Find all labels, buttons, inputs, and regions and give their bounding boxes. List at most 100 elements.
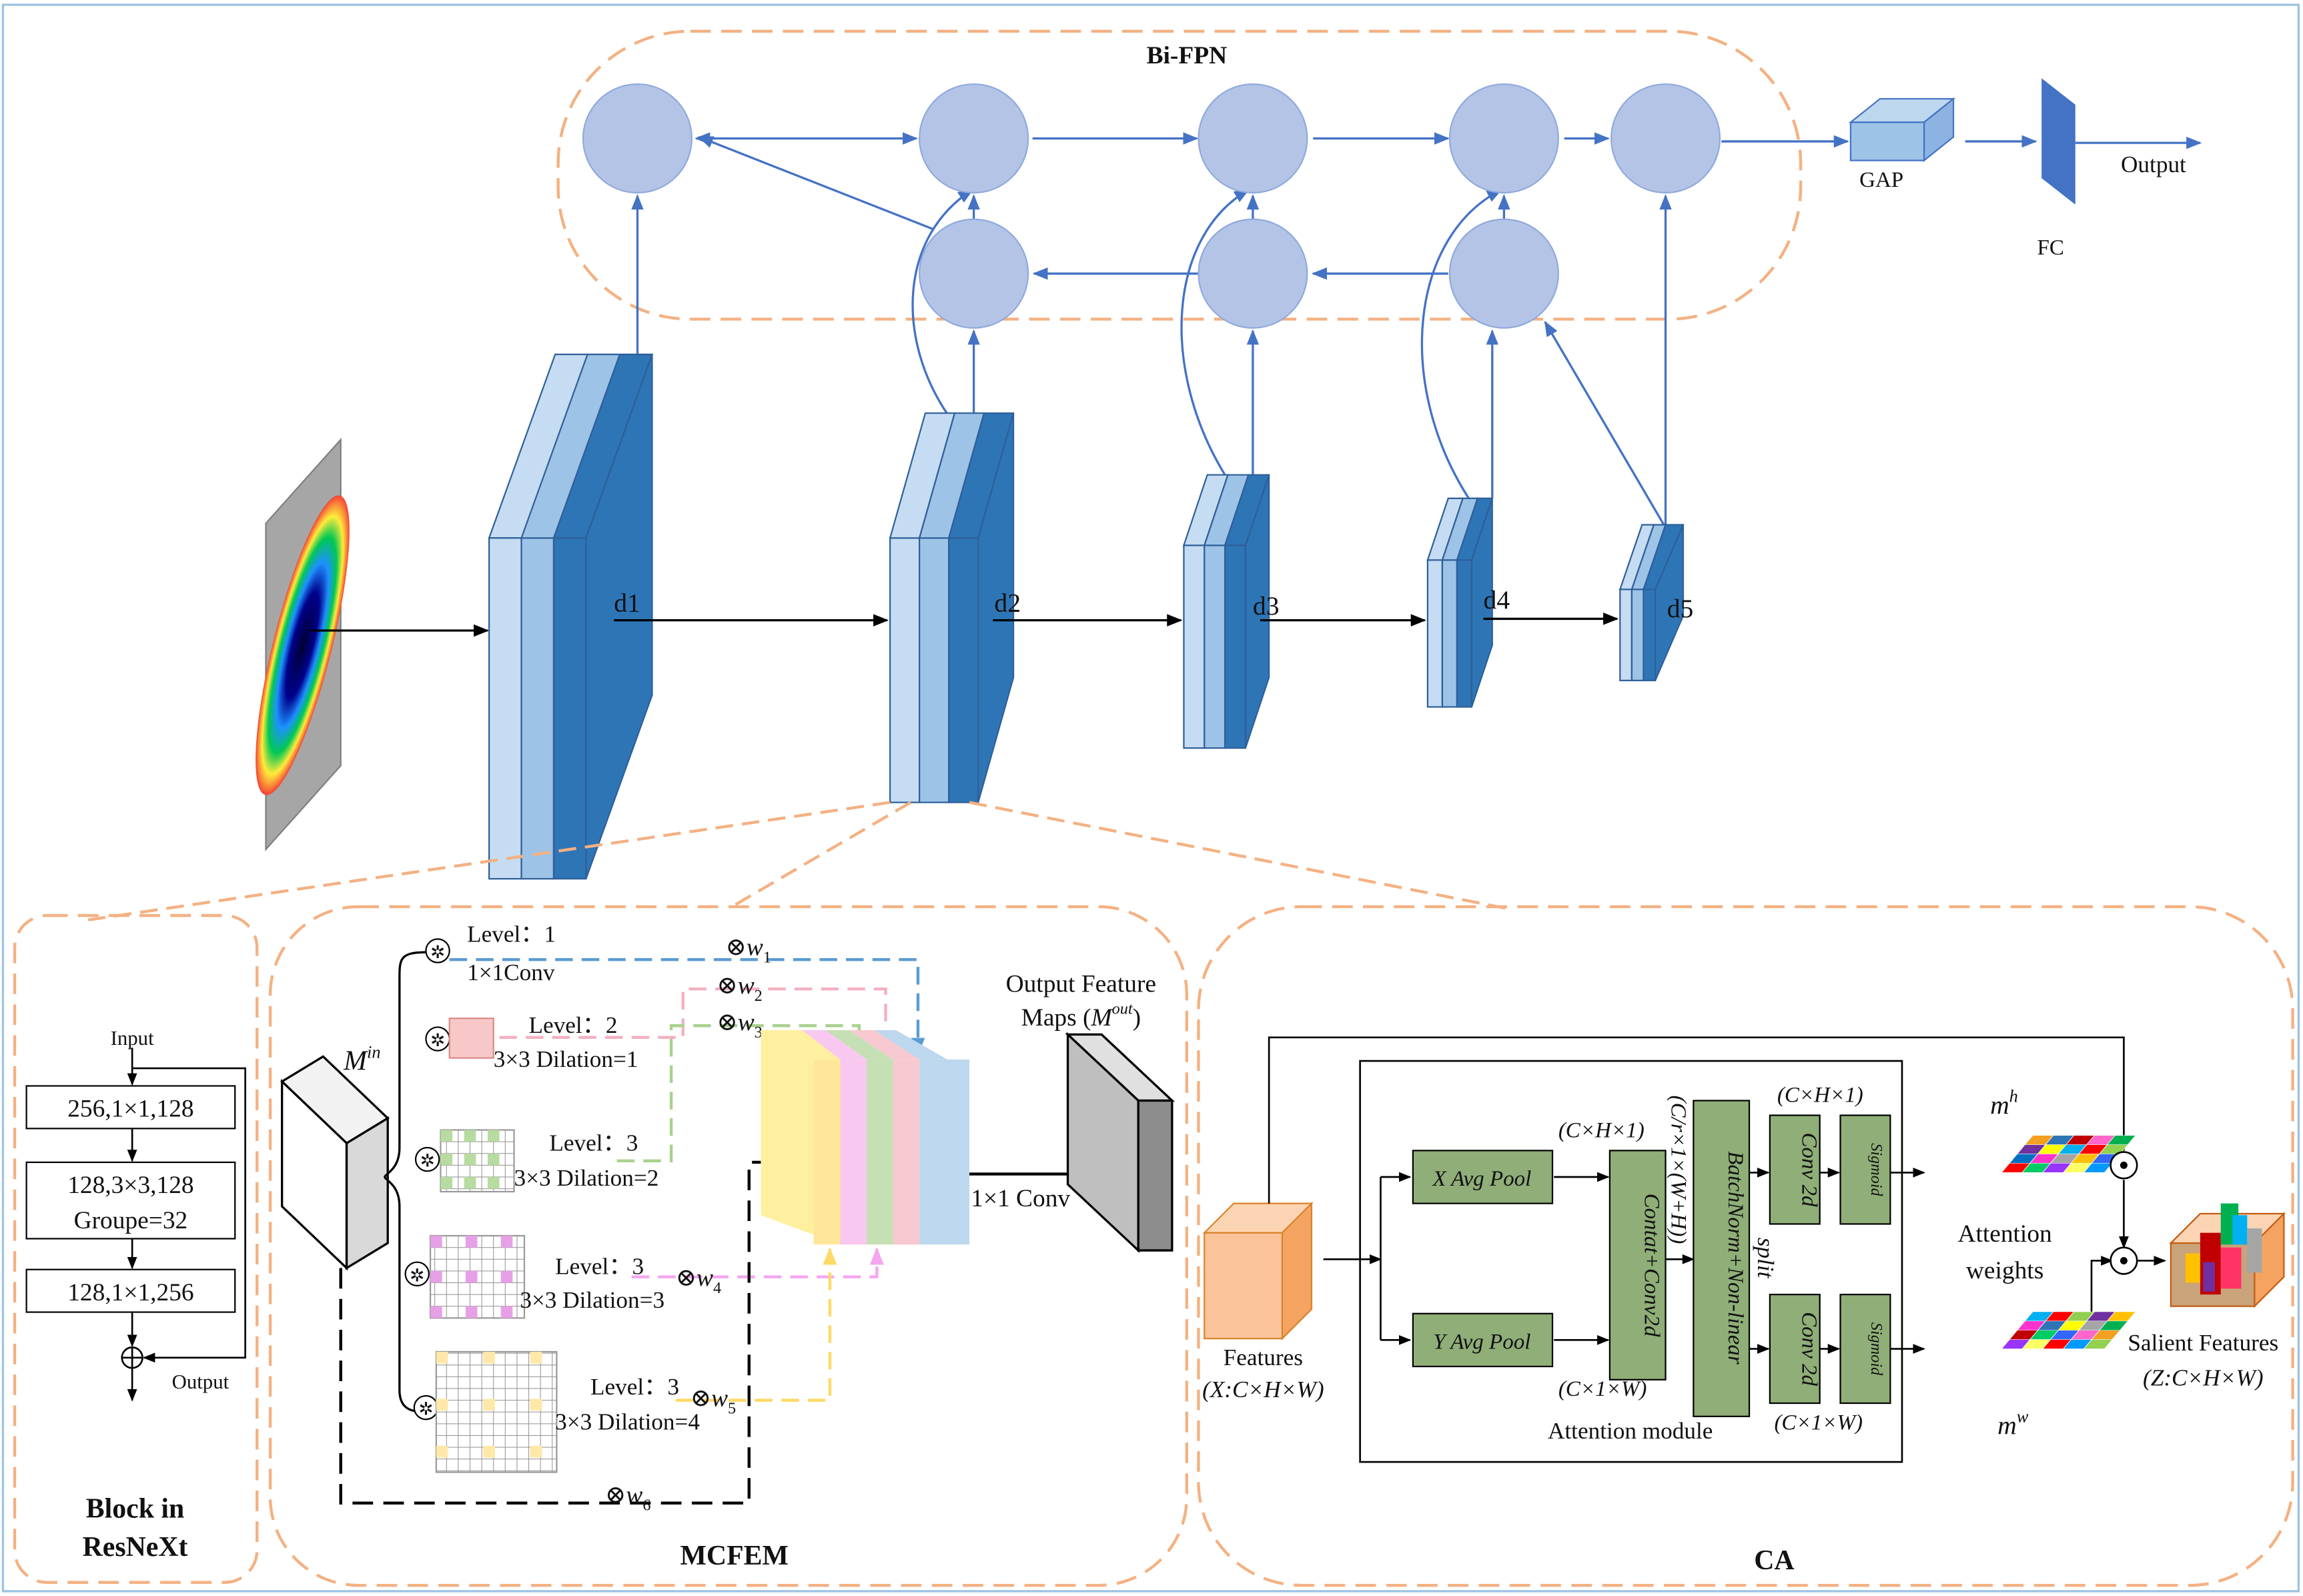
mcfem-title: MCFEM [680, 1541, 789, 1571]
w4-label: ⊗w4 [676, 1264, 721, 1297]
resnext-box-2-line2: Groupe=32 [74, 1207, 188, 1234]
resnext-box-3-label: 128,1×1,256 [67, 1279, 193, 1306]
fpn-node-p4 [1448, 83, 1559, 194]
mcfem-dashed-region [268, 905, 1189, 1587]
feature-layer [802, 1030, 867, 1245]
level3b-label: Level：3 [555, 1253, 644, 1279]
resnext-input-label: Input [111, 1027, 154, 1050]
fpn-node-p3 [1198, 83, 1308, 194]
m-w-label: mw [1997, 1407, 2029, 1441]
dim-ch1: (C×H×1) [1558, 1119, 1645, 1143]
conv-op-icon [425, 938, 450, 963]
conv-op-icon [414, 1146, 440, 1172]
feature-layer [873, 1030, 970, 1245]
dim-ch1-out: (C×H×1) [1777, 1084, 1863, 1108]
conv-op-star: ✲ [418, 1399, 433, 1419]
features-cube [1202, 1201, 1314, 1340]
salient-label-2: (Z:C×H×W) [2143, 1365, 2264, 1391]
kernel-dilation-2-icon [440, 1129, 515, 1193]
x-avg-pool-box [1412, 1150, 1554, 1204]
resnext-box-2-line1: 128,3×3,128 [67, 1172, 193, 1199]
sigmoid-bottom-label: Sigmoid [1867, 1322, 1885, 1376]
feature-block-d4 [1426, 497, 1494, 708]
attention-module-box [1359, 1060, 1903, 1463]
backbone-section: d1 d2 d3 d4 d5 [87, 354, 1694, 921]
attention-module-label: Attention module [1548, 1418, 1713, 1444]
mcfem-section: MCFEM Min ✲ ✲ ✲ ✲ ✲ [268, 905, 1189, 1587]
fc-label: FC [2037, 236, 2064, 260]
conv2d-bottom-box [1769, 1294, 1821, 1405]
fpn-edge [697, 135, 935, 231]
input-heatmap [256, 495, 350, 795]
sigmoid-bottom-box [1839, 1294, 1891, 1405]
feature-block-d3 [1182, 474, 1270, 749]
concat-conv-box [1608, 1150, 1667, 1380]
w3-label: ⊗w3 [717, 1009, 762, 1042]
conv2d-top-label: Conv 2d [1797, 1133, 1821, 1207]
resnext-title-1: Block in [86, 1494, 185, 1525]
label-d4: d4 [1484, 585, 1510, 615]
attention-map-h [2001, 1135, 2136, 1173]
resnext-output-label: Output [172, 1370, 229, 1393]
branch-brace [384, 951, 426, 1413]
level1-label: Level：1 [467, 921, 556, 947]
label-d5: d5 [1667, 594, 1694, 623]
dim-c1w-out: (C×1×W) [1774, 1411, 1863, 1435]
bifpn-section: Bi-FPN [556, 29, 2202, 528]
resnext-box-3 [25, 1268, 236, 1313]
fpn-node-mid3 [1198, 218, 1308, 329]
m-h-label: mh [1990, 1086, 2018, 1120]
salient-features-cube [2169, 1203, 2286, 1308]
ca-title: CA [1754, 1545, 1794, 1576]
fpn-node-p5 [1610, 83, 1721, 194]
kernel-dilation-4-icon [435, 1350, 558, 1473]
dim-c1w: (C×1×W) [1558, 1377, 1647, 1401]
fpn-node-mid2 [919, 218, 1029, 329]
batchnorm-box [1693, 1100, 1751, 1417]
level3c-label: Level：3 [590, 1374, 679, 1400]
level2-label: Level：2 [529, 1012, 618, 1038]
dil3-label: 3×3 Dilation=3 [520, 1287, 664, 1313]
zoom-line [969, 801, 1506, 910]
label-d2: d2 [994, 588, 1021, 617]
outer-frame [1, 3, 2300, 1593]
output-feature-block [1065, 1032, 1175, 1253]
bifpn-dashed-region [556, 29, 1803, 321]
resnext-title-2: ResNeXt [83, 1532, 188, 1563]
split-label: split [1753, 1238, 1779, 1279]
m-in-block [280, 1055, 390, 1271]
level3a-label: Level：3 [549, 1130, 638, 1156]
conv-op-star: ✲ [430, 942, 445, 962]
feature-layer [825, 1030, 893, 1245]
feature-layer [849, 1030, 920, 1245]
conv2d-top-box [1769, 1114, 1821, 1225]
m-in-label: Min [343, 1042, 380, 1077]
dim-cr: (C/r×1×(W+H)) [1666, 1096, 1690, 1244]
fpn-node-p2 [919, 83, 1029, 194]
attention-map-w [2001, 1311, 2136, 1349]
zoom-line [733, 801, 912, 907]
feature-block-d2 [889, 412, 1015, 803]
gap-block [1848, 97, 1956, 162]
ca-skip-path [1268, 1036, 2129, 1204]
feature-block-d5 [1619, 524, 1685, 681]
weight-path-4 [631, 1247, 884, 1278]
w2-label: ⊗w2 [717, 972, 762, 1005]
conv-op-star: ✲ [420, 1151, 435, 1171]
batchnorm-label: BatchNorm+Non-linear [1723, 1151, 1747, 1364]
fpn-skip-curve [1420, 189, 1503, 499]
conv-op-icon [404, 1261, 430, 1287]
dil4-label: 3×3 Dilation=4 [555, 1409, 700, 1435]
label-d3: d3 [1253, 591, 1280, 621]
conv-out-label: 1×1 Conv [971, 1185, 1070, 1212]
kernel-dilation-3-icon [429, 1234, 526, 1319]
weight-path-1 [449, 957, 925, 1056]
fpn-skip-curve [911, 189, 974, 417]
conv-op-star: ✲ [410, 1265, 424, 1285]
fc-layer [2041, 78, 2076, 205]
resnext-residual-path [132, 1067, 246, 1363]
dil2-label: 3×3 Dilation=2 [514, 1165, 659, 1191]
dil1-label: 3×3 Dilation=1 [494, 1046, 638, 1072]
concat-feature-stack [761, 1030, 970, 1245]
